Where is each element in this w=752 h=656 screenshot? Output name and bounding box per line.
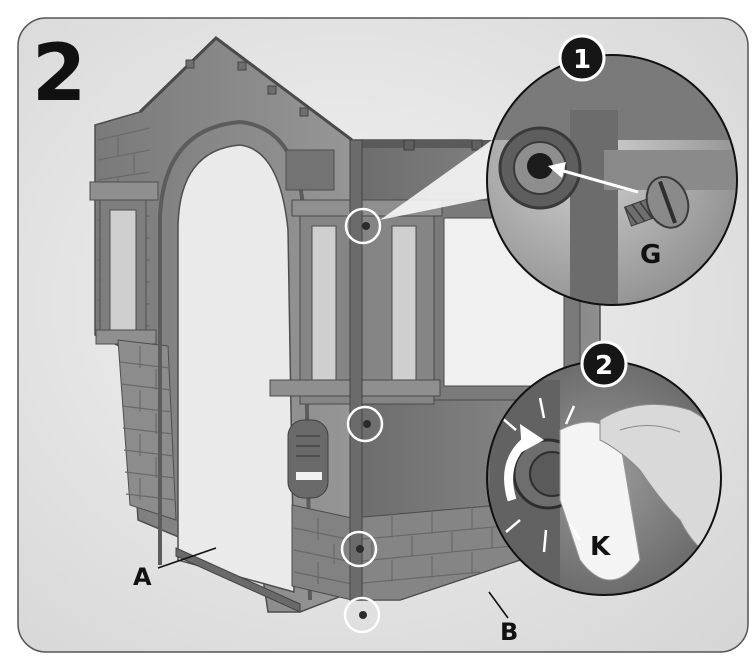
part-label-b: B [500, 618, 518, 646]
connector-highlights [340, 207, 384, 634]
detail-view-screw: G [486, 54, 738, 306]
part-label-g: G [640, 240, 661, 270]
insert-arrow [559, 168, 639, 194]
step-number: 2 [32, 29, 86, 119]
part-callout-b: B [488, 591, 518, 646]
part-label-a: A [133, 563, 152, 591]
step-badge-1: 1 [558, 34, 606, 82]
svg-text:1: 1 [573, 45, 591, 75]
step-badge-2: 2 [580, 340, 628, 388]
svg-text:2: 2 [595, 351, 613, 381]
zoom-leader [380, 140, 498, 220]
part-label-k: K [590, 532, 611, 562]
part-callout-a: A [133, 547, 217, 591]
